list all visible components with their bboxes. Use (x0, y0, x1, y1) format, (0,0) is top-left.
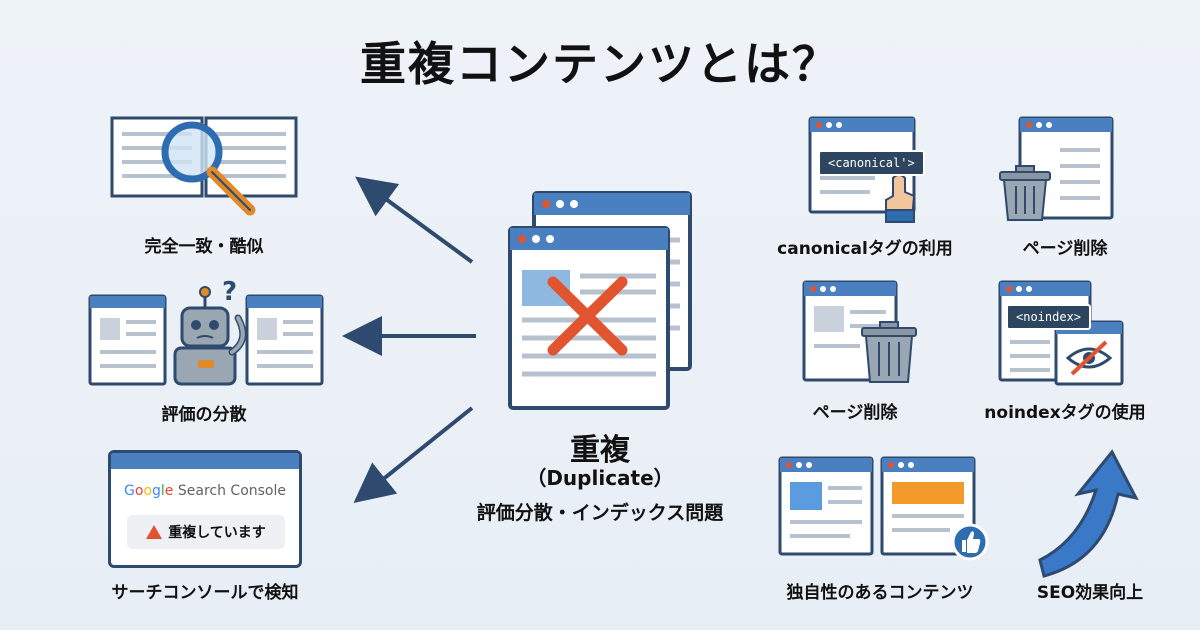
book-magnifier-icon (110, 116, 298, 216)
center-title: 重複 (570, 433, 630, 468)
label-seo-boost: SEO効果向上 (1036, 583, 1144, 603)
search-console-card: Google Search Console 重複しています (108, 450, 302, 568)
svg-text:?: ? (222, 277, 237, 307)
center-description: 評価分散・インデックス問題 (476, 502, 724, 524)
center-subtitle: （Duplicate） (526, 466, 674, 490)
label-exact-match: 完全一致・酷似 (144, 237, 264, 257)
robot-confused-icon: ? (88, 277, 324, 386)
label-detect-search-console: サーチコンソールで検知 (111, 583, 299, 603)
duplicate-pages-icon (508, 191, 692, 410)
warning-icon (146, 525, 163, 539)
unique-content-icon (778, 456, 989, 561)
label-noindex: noindexタグの使用 (984, 403, 1146, 423)
growth-arrow-icon (1038, 449, 1139, 578)
page-delete-icon (802, 280, 917, 383)
search-console-logo: Google Search Console (124, 483, 286, 499)
duplicate-warning: 重複しています (127, 515, 285, 549)
arrows-left (342, 176, 476, 504)
label-canonical: canonicalタグの利用 (777, 239, 953, 259)
window-titlebar (111, 453, 299, 469)
noindex-tag: <noindex> (1006, 304, 1092, 330)
label-page-delete-1: ページ削除 (1022, 239, 1108, 259)
noindex-window-icon (998, 280, 1124, 386)
label-page-delete-2: ページ削除 (812, 403, 898, 423)
label-rank-dilution: 評価の分散 (161, 405, 247, 425)
label-unique-content: 独自性のあるコンテンツ (786, 583, 974, 603)
page-title: 重複コンテンツとは？ (360, 37, 840, 91)
warning-text: 重複しています (168, 525, 266, 541)
page-trash-icon (999, 116, 1114, 221)
canonical-tag: <canonical'> (818, 150, 925, 176)
